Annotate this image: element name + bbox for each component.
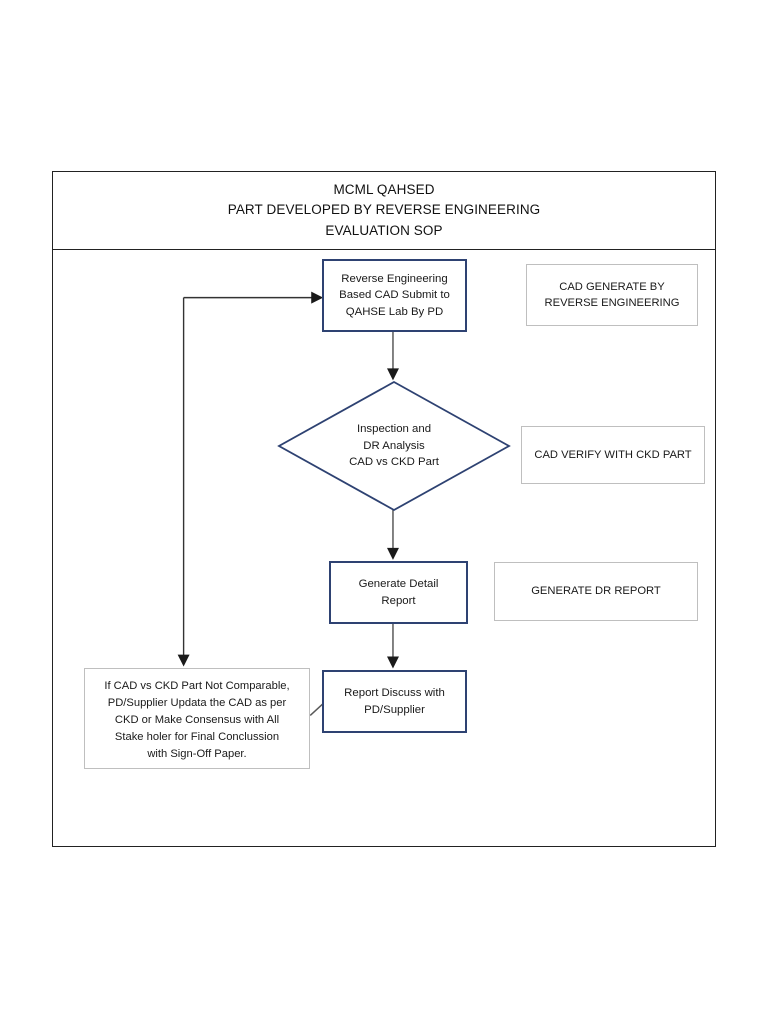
annotation-cad-generate: CAD GENERATE BY REVERSE ENGINEERING: [526, 264, 698, 326]
annotation-label: CAD VERIFY WITH CKD PART: [534, 448, 692, 461]
node-label: Generate Detail Report: [358, 578, 439, 607]
title-line-1: MCML QAHSED: [333, 182, 435, 198]
document-frame: MCML QAHSED PART DEVELOPED BY REVERSE EN…: [52, 171, 716, 847]
diamond-shape: [277, 380, 511, 512]
node-generate-detail-report[interactable]: Generate Detail Report: [329, 561, 468, 624]
annotation-cad-verify: CAD VERIFY WITH CKD PART: [521, 426, 705, 484]
annotation-label: GENERATE DR REPORT: [531, 585, 661, 598]
annotation-label: CAD GENERATE BY REVERSE ENGINEERING: [544, 280, 680, 309]
title-line-3: EVALUATION SOP: [325, 222, 443, 238]
node-label: Report Discuss with PD/Supplier: [344, 687, 445, 716]
arrowhead-step1-step2: [386, 368, 399, 381]
annotation-label: If CAD vs CKD Part Not Comparable, PD/Su…: [104, 680, 290, 761]
node-label: Inspection and DR Analysis CAD vs CKD Pa…: [349, 422, 439, 469]
node-inspection-dr-analysis[interactable]: Inspection and DR Analysis CAD vs CKD Pa…: [277, 380, 511, 512]
arrowhead-loop-feedback: [177, 654, 190, 667]
node-report-discuss[interactable]: Report Discuss with PD/Supplier: [322, 670, 467, 733]
title-line-2: PART DEVELOPED BY REVERSE ENGINEERING: [227, 202, 541, 218]
annotation-generate-dr-report: GENERATE DR REPORT: [494, 562, 698, 621]
title-block: MCML QAHSED PART DEVELOPED BY REVERSE EN…: [53, 172, 715, 250]
arrowhead-step2-step3: [386, 547, 399, 560]
node-reverse-engineering-submit[interactable]: Reverse Engineering Based CAD Submit to …: [322, 259, 467, 332]
arrowhead-step3-step4: [386, 656, 399, 669]
annotation-feedback-condition: If CAD vs CKD Part Not Comparable, PD/Su…: [84, 668, 310, 769]
node-label: Reverse Engineering Based CAD Submit to …: [339, 273, 450, 318]
